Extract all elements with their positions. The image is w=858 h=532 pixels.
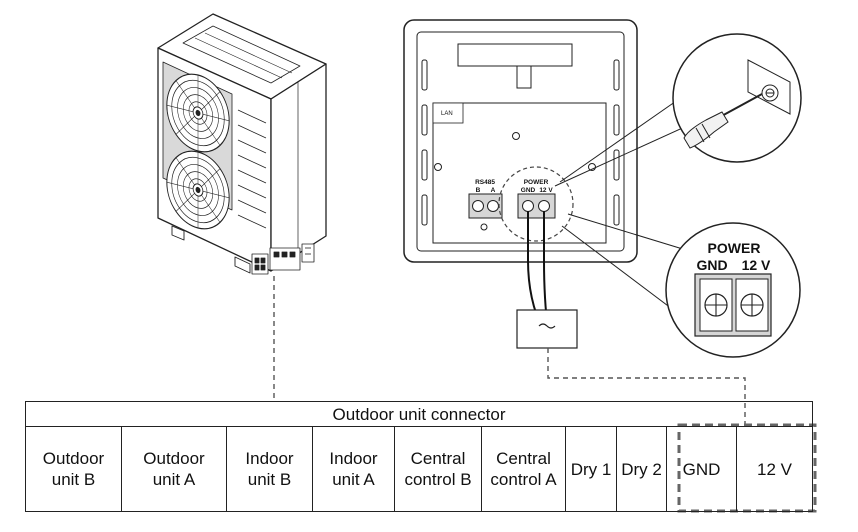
cell-dry-2: Dry 2 [616, 426, 667, 512]
zoom-screwdriver [672, 33, 802, 163]
junction-box [516, 309, 578, 349]
zoom-power-label: POWER [708, 240, 761, 256]
controller-back [403, 19, 638, 263]
outdoor-service-port [251, 243, 315, 275]
zoom-power-terminal [665, 222, 801, 358]
outdoor-unit [157, 13, 327, 275]
lan-label: LAN [441, 111, 453, 117]
power-small-label: POWER [524, 179, 549, 186]
rs485-a-label: A [491, 187, 496, 194]
zoom-gnd-label: GND [696, 257, 727, 273]
power-terminal-highlight [498, 166, 574, 242]
connector-table-title: Outdoor unit connector [24, 401, 814, 427]
cell-gnd: GND [666, 426, 737, 512]
power-small-gnd-label: GND [521, 187, 536, 194]
rs485-b-label: B [476, 187, 481, 194]
zoom-12v-label: 12 V [742, 257, 771, 273]
power-small-12v-label: 12 V [539, 187, 553, 194]
rs485-label: RS485 [475, 179, 495, 186]
cell-dry-1: Dry 1 [565, 426, 617, 512]
cell-12v: 12 V [735, 426, 814, 512]
